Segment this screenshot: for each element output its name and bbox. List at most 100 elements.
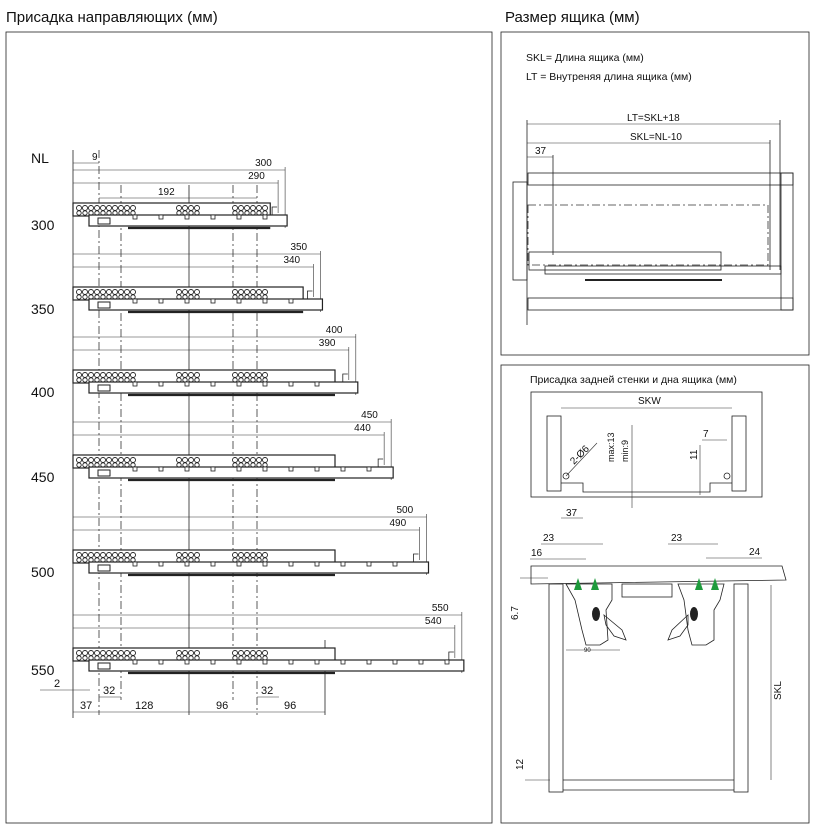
rail-hole-icon xyxy=(88,210,94,216)
back-wall-view xyxy=(530,391,763,498)
rail-hole-icon xyxy=(250,655,256,661)
rail-hole-icon xyxy=(244,557,250,563)
rail-hole-icon xyxy=(124,557,130,563)
cabinet-top-wall xyxy=(527,172,794,186)
rail-hole-icon xyxy=(176,210,182,216)
rail-hole-icon xyxy=(88,294,94,300)
dim-37: 37 xyxy=(535,146,547,157)
rail-tab xyxy=(132,298,138,304)
rail-tab xyxy=(236,659,242,665)
dim-seg-37: 37 xyxy=(80,700,92,712)
rail-hole-icon xyxy=(188,557,194,563)
rail-hole-icon xyxy=(188,377,194,383)
dim-inner: 340 xyxy=(283,255,300,266)
dim-23-right: 23 xyxy=(671,533,683,544)
dim-23-left: 23 xyxy=(543,533,555,544)
rail-hole-icon xyxy=(124,377,130,383)
rail-hole-icon xyxy=(94,557,100,563)
rail-slot xyxy=(97,564,111,572)
rail-end-hook xyxy=(377,458,384,467)
rail-hole-icon xyxy=(118,210,124,216)
rail-tab xyxy=(444,659,450,665)
rail-tab xyxy=(132,214,138,220)
rail-tab xyxy=(132,381,138,387)
drawer-bottom-board xyxy=(530,565,787,585)
rail-hole-icon xyxy=(194,377,200,383)
rail-hole-icon xyxy=(176,557,182,563)
rail-hole-icon xyxy=(76,294,82,300)
rail-hole-icon xyxy=(124,655,130,661)
rail-tab xyxy=(132,466,138,472)
rail-hole-icon xyxy=(112,462,118,468)
rail-tab xyxy=(288,381,294,387)
rail-hole-icon xyxy=(188,294,194,300)
rail-hole-icon xyxy=(82,557,88,563)
rail-hole-icon xyxy=(232,210,238,216)
rail-hole-icon xyxy=(100,210,106,216)
dim-90: 90 xyxy=(584,648,591,654)
dim-seg-128: 128 xyxy=(135,700,153,712)
rail-hole-icon xyxy=(188,210,194,216)
rail-hole-icon xyxy=(244,462,250,468)
rail-nl-label: 350 xyxy=(31,301,55,317)
rail-tab xyxy=(340,466,346,472)
rail-hole-icon xyxy=(106,557,112,563)
locking-device-left xyxy=(565,583,627,646)
rail-hole-icon xyxy=(118,294,124,300)
rail-hole-icon xyxy=(176,377,182,383)
dim-full: 450 xyxy=(361,410,378,421)
rail-tab xyxy=(184,561,190,567)
rail-tab xyxy=(210,466,216,472)
rail-hole-icon xyxy=(194,462,200,468)
dim-offset-9: 9 xyxy=(92,152,98,163)
rail-hole-icon xyxy=(118,377,124,383)
rail-hole-icon xyxy=(76,655,82,661)
rail-hole-icon xyxy=(82,462,88,468)
rail-tab xyxy=(158,561,164,567)
rail-hole-icon xyxy=(188,462,194,468)
rail-hole-icon xyxy=(100,655,106,661)
rail-end-hook xyxy=(413,553,419,562)
rail-tab xyxy=(210,298,216,304)
rail-hole-icon xyxy=(256,557,262,563)
rail-hole-icon xyxy=(76,462,82,468)
rail-tab xyxy=(262,381,268,387)
rail-tab xyxy=(314,466,320,472)
rail-tab xyxy=(158,381,164,387)
rail-tab xyxy=(392,561,398,567)
rail-hole-icon xyxy=(244,210,250,216)
rail-hole-icon xyxy=(100,294,106,300)
rail-hole-icon xyxy=(94,377,100,383)
rail-hole-icon xyxy=(100,462,106,468)
rail-hole-icon xyxy=(94,294,100,300)
rail-tab xyxy=(236,561,242,567)
rail-hole-icon xyxy=(250,294,256,300)
rail-tab xyxy=(288,298,294,304)
rail-drawer-member xyxy=(72,202,271,217)
dim-inner: 290 xyxy=(248,171,265,182)
rail-tab xyxy=(184,466,190,472)
dim-max-13: max:13 xyxy=(606,432,616,462)
cabinet-side-right xyxy=(733,583,749,793)
rail-hole-icon xyxy=(124,462,130,468)
rail-nl-label: 300 xyxy=(31,217,55,233)
rail-tab xyxy=(340,561,346,567)
rail-hole-icon xyxy=(88,377,94,383)
rail-tab xyxy=(132,659,138,665)
rail-end-hook xyxy=(271,206,278,215)
hole-left xyxy=(562,472,570,480)
rail-hole-icon xyxy=(256,655,262,661)
rail-slot xyxy=(97,469,111,477)
dim-hole-32a: 32 xyxy=(103,685,115,697)
rail-tab xyxy=(262,214,268,220)
dim-7: 7 xyxy=(703,429,709,440)
rail-hole-icon xyxy=(94,210,100,216)
rail-hole-icon xyxy=(76,377,82,383)
rail-tab xyxy=(314,381,320,387)
rail-hole-icon xyxy=(100,557,106,563)
dim-gap-2: 2 xyxy=(54,678,60,690)
rail-hole-icon xyxy=(232,655,238,661)
rail-hole-icon xyxy=(176,462,182,468)
